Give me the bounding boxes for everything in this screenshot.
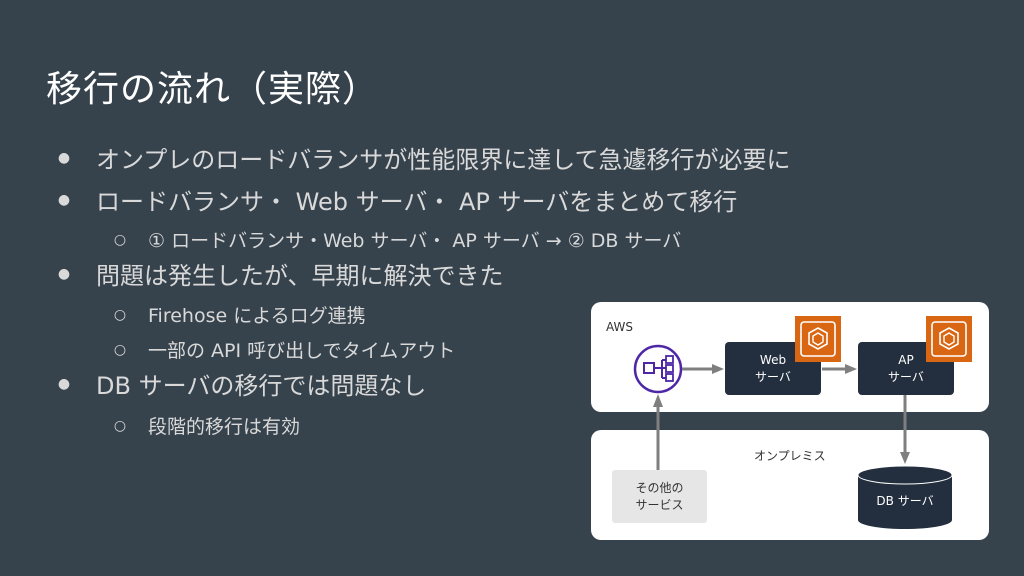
sub-bullet-circle-icon: ○ <box>113 306 127 323</box>
other-services-line1: その他の <box>635 480 684 495</box>
sub-bullet-item: ○ Firehose によるログ連携 <box>110 301 366 328</box>
arrow-ap-to-db <box>900 395 910 464</box>
sub-bullet-text: Firehose によるログ連携 <box>148 305 366 327</box>
bullet-dot-icon: ● <box>57 191 71 208</box>
sub-bullet-circle-icon: ○ <box>113 341 127 358</box>
ap-server-line2: サーバ <box>888 369 924 384</box>
onprem-label: オンプレミス <box>754 449 826 463</box>
bullet-text: ロードバランサ・ Web サーバ・ AP サーバをまとめて移行 <box>96 188 738 216</box>
web-server-line2: サーバ <box>755 369 791 384</box>
sub-bullet-item: ○ 段階的移行は有効 <box>110 412 300 439</box>
aws-label: AWS <box>606 320 634 334</box>
ap-server-line1: AP <box>898 352 914 367</box>
ecs-container-icon <box>926 316 972 362</box>
web-server-line1: Web <box>759 352 787 367</box>
sub-bullet-item: ○ 一部の API 呼び出しでタイムアウト <box>110 336 455 363</box>
sub-bullet-text: ① ロードバランサ・Web サーバ・ AP サーバ → ② DB サーバ <box>148 230 682 252</box>
sub-bullet-circle-icon: ○ <box>113 231 127 248</box>
database-cylinder-icon <box>857 465 953 529</box>
db-server-label: DB サーバ <box>876 494 934 508</box>
bullet-dot-icon: ● <box>57 375 71 392</box>
bullet-dot-icon: ● <box>57 265 71 282</box>
arrow-lb-to-web <box>682 364 724 374</box>
ecs-container-icon <box>795 316 841 362</box>
slide-title: 移行の流れ（実際） <box>46 69 380 110</box>
bullet-text: DB サーバの移行では問題なし <box>96 372 427 400</box>
bullet-item: ● DB サーバの移行では問題なし <box>54 366 426 401</box>
sub-bullet-text: 段階的移行は有効 <box>148 416 301 438</box>
bullet-item: ● ロードバランサ・ Web サーバ・ AP サーバをまとめて移行 <box>54 182 737 217</box>
other-services-box: その他の サービス <box>612 470 707 523</box>
bullet-item: ● オンプレのロードバランサが性能限界に達して急遽移行が必要に <box>54 140 791 175</box>
bullet-text: オンプレのロードバランサが性能限界に達して急遽移行が必要に <box>96 146 791 174</box>
load-balancer-icon <box>633 344 683 394</box>
arrow-other-to-lb <box>653 394 663 470</box>
sub-bullet-item: ○ ① ロードバランサ・Web サーバ・ AP サーバ → ② DB サーバ <box>110 226 681 253</box>
other-services-line2: サービス <box>635 497 684 512</box>
sub-bullet-circle-icon: ○ <box>113 417 127 434</box>
bullet-text: 問題は発生したが、早期に解決できた <box>96 262 504 290</box>
bullet-dot-icon: ● <box>57 149 71 166</box>
sub-bullet-text: 一部の API 呼び出しでタイムアウト <box>148 340 456 362</box>
bullet-item: ● 問題は発生したが、早期に解決できた <box>54 256 504 291</box>
arrow-web-to-ap <box>822 364 857 374</box>
